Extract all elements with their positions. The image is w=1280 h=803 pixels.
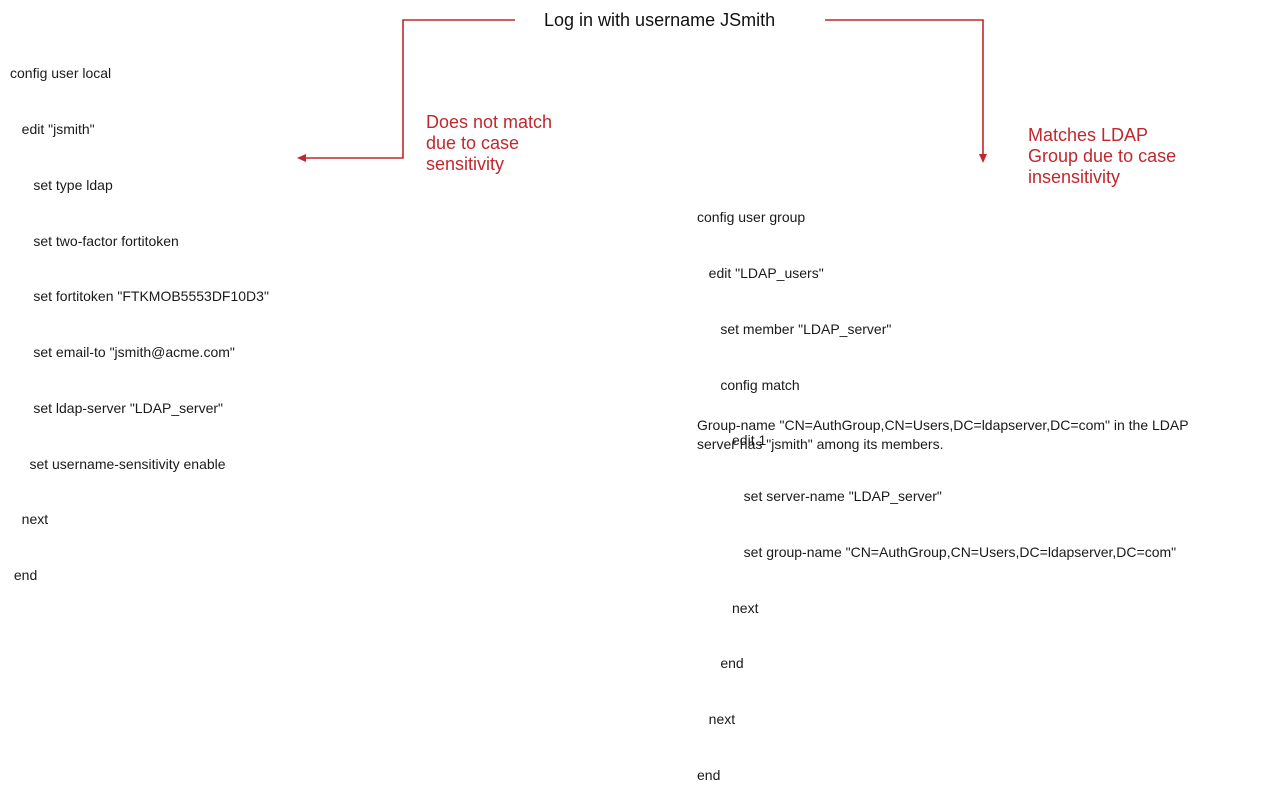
right-arrowhead-icon (979, 154, 987, 163)
note-line: due to case (426, 133, 520, 153)
code-line: edit "jsmith" (10, 120, 95, 137)
left-connector-arrow (304, 19, 515, 159)
code-line: set two-factor fortitoken (10, 232, 179, 249)
code-line: end (697, 655, 744, 672)
footnote-line: Group-name "CN=AuthGroup,CN=Users,DC=lda… (697, 417, 1189, 433)
note-line: Matches LDAP (1028, 125, 1149, 145)
connector-arrows (297, 19, 987, 163)
user-group-config-block: config user group edit "LDAP_users" set … (697, 171, 1176, 803)
right-connector-arrow (825, 19, 984, 156)
code-line: config user group (697, 209, 806, 226)
code-line: config match (697, 376, 800, 393)
code-line: end (10, 567, 38, 584)
note-line: Does not match (426, 112, 553, 132)
code-line: edit 1 (697, 432, 767, 449)
user-local-config-block: config user local edit "jsmith" set type… (10, 27, 269, 603)
footnote-line: server has "jsmith" among its members. (697, 435, 944, 452)
no-match-note: Does not match due to case sensitivity (426, 112, 552, 175)
diagram-title: Log in with username JSmith (544, 10, 776, 30)
code-line: set ldap-server "LDAP_server" (10, 399, 224, 416)
code-line: edit "LDAP_users" (697, 264, 824, 281)
code-line: end (697, 767, 721, 783)
code-line: set email-to "jsmith@acme.com" (10, 344, 235, 361)
code-line: set group-name "CN=AuthGroup,CN=Users,DC… (697, 543, 1177, 560)
code-line: set fortitoken "FTKMOB5553DF10D3" (10, 288, 269, 305)
note-line: insensitivity (1028, 167, 1121, 187)
footnote: Group-name "CN=AuthGroup,CN=Users,DC=lda… (697, 416, 1189, 453)
left-arrowhead-icon (297, 154, 306, 162)
code-line: next (697, 599, 759, 616)
code-line: set type ldap (10, 176, 113, 193)
code-line: set server-name "LDAP_server" (697, 488, 942, 505)
code-line: set username-sensitivity enable (10, 455, 226, 472)
match-note: Matches LDAP Group due to case insensiti… (1028, 125, 1176, 188)
note-line: sensitivity (426, 154, 505, 174)
note-line: Group due to case (1028, 146, 1177, 166)
code-line: config user local (10, 65, 112, 82)
code-line: next (697, 711, 736, 728)
code-line: set member "LDAP_server" (697, 320, 892, 337)
code-line: next (10, 511, 49, 528)
